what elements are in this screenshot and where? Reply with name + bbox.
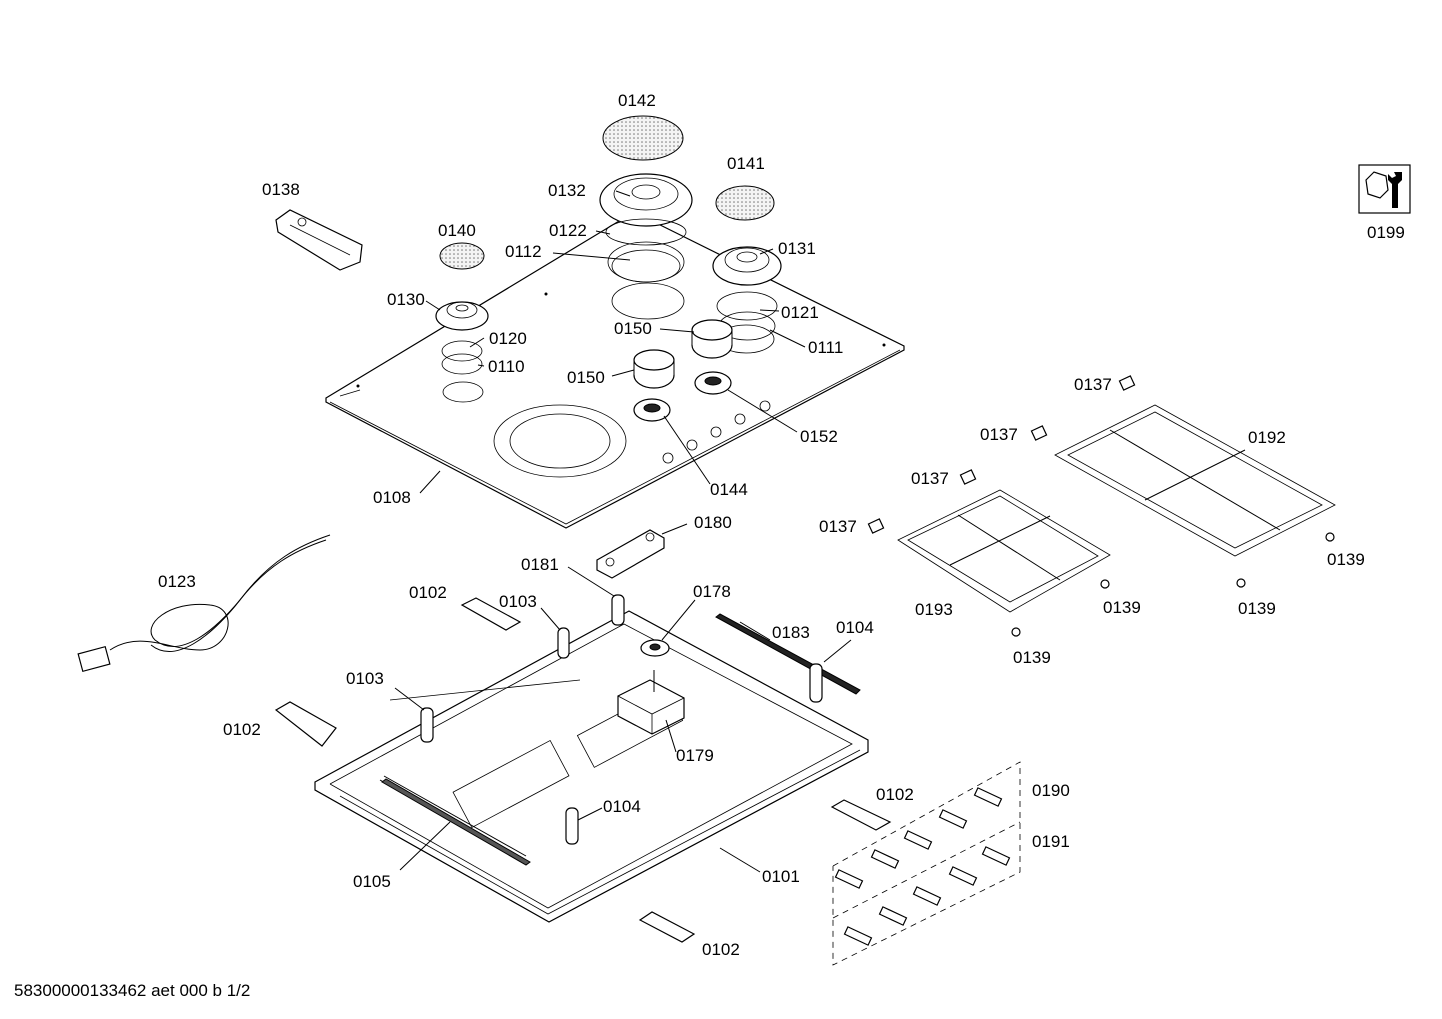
- control-module-0179: [617, 639, 685, 735]
- label-0139-a: 0139: [1103, 598, 1141, 617]
- label-0121: 0121: [781, 303, 819, 322]
- pan-support-0192: [1054, 404, 1336, 557]
- burner-cover-0141: [715, 185, 775, 221]
- label-0179: 0179: [676, 746, 714, 765]
- burner-head-0132: [599, 173, 693, 283]
- label-0152: 0152: [800, 427, 838, 446]
- label-0102-a: 0102: [409, 583, 447, 602]
- label-0102-b: 0102: [223, 720, 261, 739]
- label-0199: 0199: [1367, 223, 1405, 242]
- part-labels: 0142 0141 0132 0138 0140 0122 0112 0131 …: [158, 91, 1405, 959]
- label-0104-b: 0104: [603, 797, 641, 816]
- label-0191: 0191: [1032, 832, 1070, 851]
- label-0139-d: 0139: [1013, 648, 1051, 667]
- label-0103-b: 0103: [346, 669, 384, 688]
- spring-clips: [420, 594, 823, 845]
- label-0111: 0111: [808, 338, 843, 357]
- seal-strip-0183: [715, 613, 861, 695]
- label-0105: 0105: [353, 872, 391, 891]
- label-0104-a: 0104: [836, 618, 874, 637]
- knob-0150a: [691, 319, 733, 359]
- bracket-0138: [275, 209, 363, 271]
- burner-head-0130: [435, 301, 489, 375]
- label-0140: 0140: [438, 221, 476, 240]
- label-0123: 0123: [158, 572, 196, 591]
- label-0102-d: 0102: [702, 940, 740, 959]
- label-0120: 0120: [489, 329, 527, 348]
- label-0112: 0112: [505, 242, 542, 261]
- label-0183: 0183: [772, 623, 810, 642]
- label-0190: 0190: [1032, 781, 1070, 800]
- label-0139-b: 0139: [1238, 599, 1276, 618]
- bracket-0180: [596, 529, 665, 579]
- label-0181: 0181: [521, 555, 559, 574]
- label-0141: 0141: [727, 154, 765, 173]
- label-0137-a: 0137: [1074, 375, 1112, 394]
- label-0102-c: 0102: [876, 785, 914, 804]
- power-cable: [77, 534, 331, 673]
- label-0132: 0132: [548, 181, 586, 200]
- label-0139-c: 0139: [1327, 550, 1365, 569]
- label-0122: 0122: [549, 221, 587, 240]
- label-0142: 0142: [618, 91, 656, 110]
- label-0131: 0131: [778, 239, 816, 258]
- label-0192: 0192: [1248, 428, 1286, 447]
- knob-0150b: [633, 349, 675, 389]
- burner-cover-0140: [439, 242, 485, 270]
- bezel-0144: [633, 398, 671, 422]
- pan-support-0193: [897, 489, 1111, 613]
- label-0178: 0178: [693, 582, 731, 601]
- label-0101: 0101: [762, 867, 800, 886]
- label-0144: 0144: [710, 480, 748, 499]
- rubber-feet: [867, 375, 1335, 637]
- label-0137-b: 0137: [980, 425, 1018, 444]
- mounting-brackets: [274, 597, 892, 943]
- label-0193: 0193: [915, 600, 953, 619]
- label-0180: 0180: [694, 513, 732, 532]
- label-0138: 0138: [262, 180, 300, 199]
- seal-strip-0105: [381, 778, 531, 866]
- label-0137-d: 0137: [819, 517, 857, 536]
- label-0110: 0110: [488, 357, 525, 376]
- label-0150-a: 0150: [614, 319, 652, 338]
- label-0108: 0108: [373, 488, 411, 507]
- label-0150-b: 0150: [567, 368, 605, 387]
- burner-cover-0142: [602, 115, 684, 161]
- wrench-nut-icon: [1358, 164, 1411, 214]
- document-footer: 58300000133462 aet 000 b 1/2: [14, 981, 251, 1000]
- leader-lines: [394, 190, 852, 873]
- label-0137-c: 0137: [911, 469, 949, 488]
- label-0103-a: 0103: [499, 592, 537, 611]
- bezel-0152: [694, 371, 732, 395]
- label-0130: 0130: [387, 290, 425, 309]
- screw-group: [832, 761, 1021, 966]
